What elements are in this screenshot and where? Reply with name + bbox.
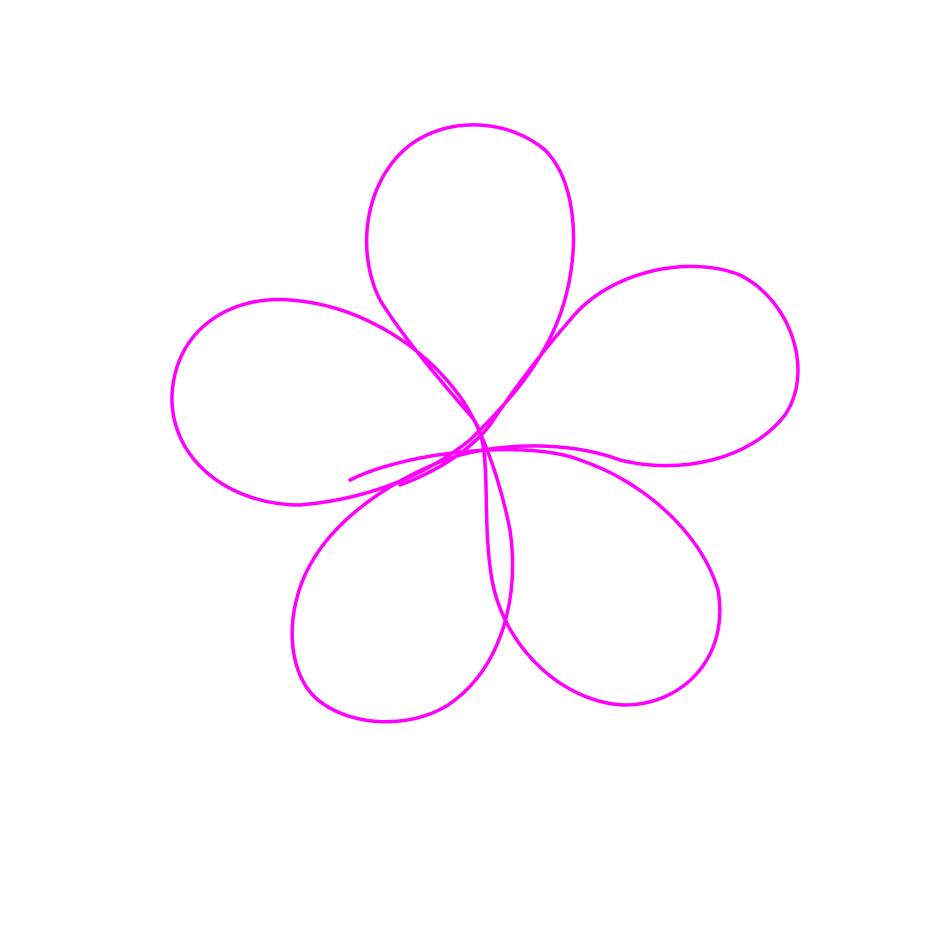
flower-curve: [170, 123, 800, 724]
